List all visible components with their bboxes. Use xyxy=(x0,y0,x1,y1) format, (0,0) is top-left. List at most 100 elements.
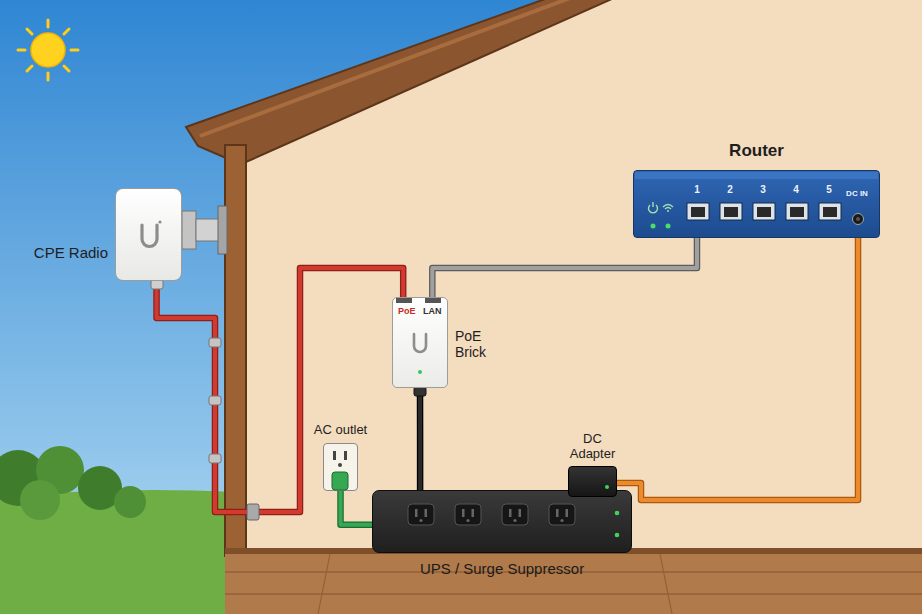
roof-highlight xyxy=(200,0,570,136)
cable-clip xyxy=(209,338,221,347)
sun-ray xyxy=(47,20,50,27)
status-led xyxy=(651,224,656,229)
cable-core xyxy=(617,238,858,500)
cable-outline xyxy=(157,268,404,512)
device-detail xyxy=(116,189,183,282)
ethernet-port xyxy=(819,203,841,220)
device-title: Router xyxy=(729,141,784,161)
cable xyxy=(432,238,697,297)
jack-label: DC IN xyxy=(846,190,868,199)
status-led xyxy=(666,224,671,229)
port-number: 3 xyxy=(760,184,766,195)
outlet-ground xyxy=(419,519,422,522)
bush xyxy=(114,486,146,518)
ethernet-port-socket xyxy=(790,207,804,217)
device-label: DC Adapter xyxy=(570,432,616,462)
connector-boot xyxy=(151,280,163,289)
ups-power-strip: UPS / Surge Suppressor xyxy=(372,490,632,553)
sun-ray xyxy=(27,29,32,34)
mount-bracket xyxy=(182,211,196,249)
status-led xyxy=(615,511,620,516)
status-led xyxy=(615,533,620,538)
cable-outline xyxy=(417,388,424,490)
ethernet-port-socket xyxy=(724,207,738,217)
sun-ray xyxy=(71,49,78,52)
cable-core xyxy=(432,238,697,297)
outlet-slot xyxy=(415,509,418,517)
text-anchor: LAN xyxy=(423,306,442,316)
cable xyxy=(420,388,421,490)
outlet-ground xyxy=(338,463,342,467)
router-top-face xyxy=(635,172,878,179)
rj45-port xyxy=(396,298,412,303)
cable-core xyxy=(341,491,373,525)
outlet-ground xyxy=(560,519,563,522)
device-label: AC outlet xyxy=(314,423,367,438)
router: Router xyxy=(633,170,880,238)
outlet-slot xyxy=(333,451,336,460)
ethernet-port-socket xyxy=(823,207,837,217)
brand-logo-dot xyxy=(158,220,161,223)
brand-logo xyxy=(142,225,157,247)
ethernet-port xyxy=(786,203,808,220)
text-anchor: 4 xyxy=(793,184,799,195)
port-number: 4 xyxy=(793,184,799,195)
device-detail xyxy=(324,444,359,492)
ethernet-port xyxy=(720,203,742,220)
wall-trim xyxy=(225,145,246,556)
ethernet-port xyxy=(753,203,775,220)
device-detail xyxy=(373,491,633,554)
cable-outline xyxy=(617,238,858,500)
ethernet-port xyxy=(687,203,709,220)
cable xyxy=(157,268,404,512)
text-anchor: 5 xyxy=(826,184,832,195)
dc-adapter: DC Adapter xyxy=(568,466,617,497)
cable-core xyxy=(418,388,422,490)
cable-outline xyxy=(432,238,697,297)
text-anchor: CPE Radio xyxy=(34,244,108,261)
power-outlet xyxy=(502,504,528,525)
power-outlet xyxy=(408,504,434,525)
port-label: PoE xyxy=(398,306,416,316)
text-anchor: Router xyxy=(729,141,784,161)
power-icon xyxy=(649,202,658,213)
text-anchor: AC outlet xyxy=(314,423,367,438)
sun-ray xyxy=(64,29,69,34)
port-label: LAN xyxy=(423,306,442,316)
ac-outlet: AC outlet xyxy=(323,443,358,491)
ethernet-port-socket xyxy=(757,207,771,217)
dc-jack-pin xyxy=(856,217,860,221)
text-anchor: 2 xyxy=(727,184,733,195)
wifi-icon xyxy=(663,205,673,210)
cable xyxy=(617,238,858,500)
device-label: PoE Brick xyxy=(455,328,511,360)
device-label: UPS / Surge Suppressor xyxy=(420,560,584,577)
outlet-ground xyxy=(466,519,469,522)
cpe-radio: CPE Radio xyxy=(115,188,182,281)
outlet-slot xyxy=(472,509,475,517)
port-number: 1 xyxy=(694,184,700,195)
text-anchor: UPS / Surge Suppressor xyxy=(420,560,584,577)
status-led xyxy=(418,370,422,374)
floor-plank xyxy=(318,554,330,614)
bush xyxy=(20,480,60,520)
device-detail xyxy=(634,171,881,239)
poe-injector: PoELANPoE Brick xyxy=(392,297,448,388)
port-number: 2 xyxy=(727,184,733,195)
outlet-slot xyxy=(566,509,569,517)
sun-ray xyxy=(18,49,25,52)
outlet-slot xyxy=(425,509,428,517)
outlet-ground xyxy=(513,519,516,522)
cable-clip xyxy=(209,396,221,405)
text-anchor: DC Adapter xyxy=(570,432,616,462)
port-number: 5 xyxy=(826,184,832,195)
outlet-slot xyxy=(462,509,465,517)
floor-plank xyxy=(225,593,922,595)
brand-logo xyxy=(414,334,426,352)
cable xyxy=(341,491,373,525)
outlet-slot xyxy=(519,509,522,517)
outlet-slot xyxy=(509,509,512,517)
outlet-slot xyxy=(556,509,559,517)
